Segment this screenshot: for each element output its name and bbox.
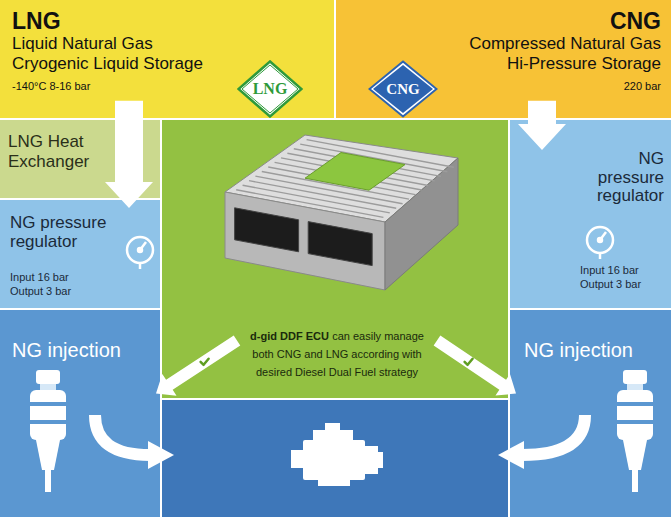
panel-heading: LNG bbox=[12, 8, 322, 34]
box-label: NG injection bbox=[524, 338, 659, 362]
injector-icon bbox=[36, 440, 60, 470]
panel-bands bbox=[0, 200, 160, 308]
panel-bands bbox=[336, 0, 671, 118]
engine-icon bbox=[325, 423, 340, 430]
process-box: NG injection bbox=[516, 332, 667, 508]
logo-text: LNG bbox=[237, 60, 303, 118]
flow-arrow bbox=[434, 336, 516, 396]
panel-bands bbox=[510, 310, 671, 517]
box-label: NG pressure regulator bbox=[10, 214, 122, 251]
engine-icon bbox=[365, 446, 378, 474]
check-mark bbox=[465, 359, 473, 365]
pressure-spec: Input 16 bar Output 3 bar bbox=[10, 271, 90, 299]
injector-icon bbox=[36, 370, 60, 384]
box-label: NG injection bbox=[12, 338, 148, 362]
injector-icon bbox=[30, 402, 66, 406]
engine-icon bbox=[291, 423, 383, 486]
process-box: NG pressure regulatorInput 16 bar Output… bbox=[0, 208, 160, 305]
ecu-illustration bbox=[305, 153, 405, 191]
ecu-illustration bbox=[225, 135, 458, 290]
gauge-icon bbox=[127, 237, 153, 263]
ecu-illustration bbox=[236, 140, 454, 218]
process-box: LNG Heat Exchanger bbox=[0, 122, 104, 181]
check-mark bbox=[201, 359, 209, 365]
injector-icon bbox=[617, 370, 653, 492]
curved-arrow bbox=[498, 415, 585, 469]
process-box: NG injection bbox=[4, 332, 156, 508]
gauge-icon bbox=[587, 227, 613, 259]
ecu-illustration bbox=[235, 208, 373, 266]
panel-bands bbox=[0, 0, 334, 118]
gauge-icon bbox=[139, 263, 142, 269]
injector-icon bbox=[632, 470, 638, 492]
product-name: d-gid DDF ECU bbox=[250, 330, 329, 342]
engine-icon bbox=[318, 480, 350, 486]
injector-icon bbox=[30, 420, 66, 424]
panel-subtitle: Liquid Natural Gas bbox=[12, 34, 322, 54]
box-label: LNG Heat Exchanger bbox=[8, 132, 96, 171]
engine-icon bbox=[291, 450, 303, 468]
injector-icon bbox=[30, 370, 66, 492]
engine-icon bbox=[378, 452, 383, 468]
gauge-icon bbox=[587, 227, 613, 253]
gauge-icon bbox=[598, 238, 602, 242]
injector-icon bbox=[617, 390, 653, 440]
logo-diamond: CNG bbox=[368, 60, 438, 118]
storage-panel: LNGLiquid Natural GasCryogenic Liquid St… bbox=[0, 0, 334, 101]
logo-text: CNG bbox=[368, 60, 438, 118]
logo-diamond: LNG bbox=[237, 60, 303, 118]
panel-bands bbox=[510, 120, 671, 308]
process-box: NG pressure regulatorInput 16 bar Output… bbox=[514, 150, 668, 292]
engine-icon bbox=[303, 440, 365, 480]
injector-icon bbox=[617, 402, 653, 406]
engine-icon bbox=[313, 430, 353, 440]
panel-heading: CNG bbox=[346, 8, 661, 34]
box-label: NG pressure regulator bbox=[576, 150, 664, 206]
ecu-illustration bbox=[225, 192, 385, 290]
pressure-spec: Input 16 bar Output 3 bar bbox=[580, 264, 660, 292]
ecu-illustration bbox=[308, 222, 372, 266]
flow-arrow bbox=[105, 101, 153, 208]
ecu-illustration bbox=[235, 208, 299, 252]
curved-arrow bbox=[148, 441, 174, 469]
ecu-panel: d-gid DDF ECUcan easily manage both CNG … bbox=[237, 322, 437, 384]
storage-panel: CNGCompressed Natural GasHi-Pressure Sto… bbox=[336, 0, 671, 101]
injector-icon bbox=[623, 370, 647, 384]
injector-icon bbox=[45, 470, 51, 492]
curved-arrow bbox=[95, 415, 150, 455]
curved-arrow bbox=[522, 415, 585, 455]
gauge-icon bbox=[127, 237, 153, 269]
flow-arrow bbox=[156, 336, 240, 396]
injector-icon bbox=[623, 440, 647, 470]
panel-subtitle: Compressed Natural Gas bbox=[346, 34, 661, 54]
injector-icon bbox=[617, 420, 653, 424]
curved-arrow bbox=[95, 415, 174, 469]
gauge-icon bbox=[599, 253, 602, 259]
gauge-icon bbox=[138, 248, 142, 252]
curved-arrow bbox=[498, 441, 524, 469]
panel-bands bbox=[0, 310, 160, 517]
injector-icon bbox=[40, 384, 56, 390]
flow-arrow bbox=[518, 101, 566, 150]
injector-icon bbox=[627, 384, 643, 390]
injector-icon bbox=[30, 390, 66, 440]
panel-bands bbox=[162, 400, 508, 517]
